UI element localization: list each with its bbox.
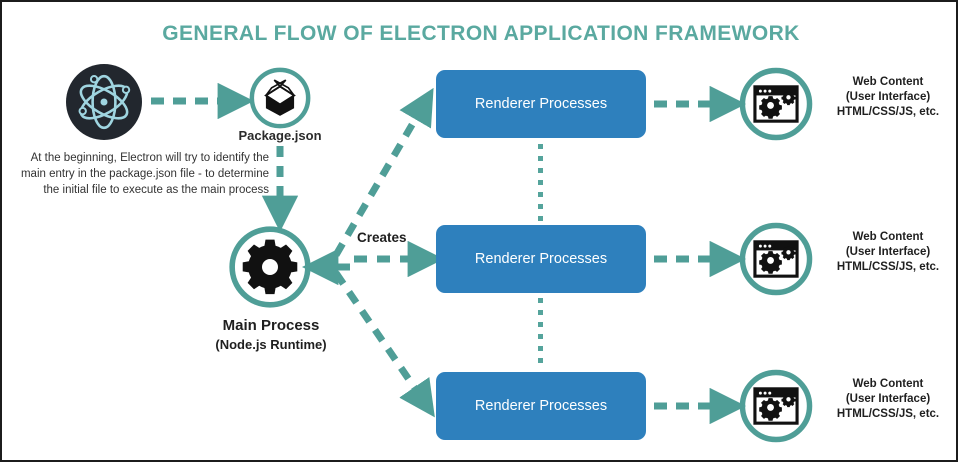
web-content-label: Web Content (User Interface) HTML/CSS/JS… — [822, 75, 954, 120]
web-content-line3: HTML/CSS/JS, etc. — [836, 106, 940, 118]
renderer-process-label: Renderer Processes — [474, 251, 608, 267]
web-content-line2: (User Interface) — [845, 393, 931, 405]
main-process-subtitle: (Node.js Runtime) — [215, 337, 327, 352]
web-content-line1: Web Content — [852, 231, 924, 243]
renderer-process-box[interactable]: Renderer Processes — [436, 372, 646, 440]
page-title: GENERAL FLOW OF ELECTRON APPLICATION FRA… — [162, 22, 800, 45]
renderer-process-label: Renderer Processes — [474, 398, 608, 414]
web-content-line2: (User Interface) — [845, 246, 931, 258]
package-json-label: Package.json — [238, 128, 322, 143]
electron-logo-icon — [66, 64, 142, 140]
main-process-title: Main Process — [222, 317, 320, 334]
renderer-process-box[interactable]: Renderer Processes — [436, 225, 646, 293]
creates-label: Creates — [357, 230, 407, 245]
renderer-process-label: Renderer Processes — [474, 96, 608, 112]
web-content-browser-gear-icon — [739, 67, 813, 141]
web-content-browser-gear-icon — [739, 222, 813, 296]
web-content-label: Web Content (User Interface) HTML/CSS/JS… — [822, 230, 954, 275]
web-content-browser-gear-icon — [739, 369, 813, 443]
renderer-dotted-connector — [538, 144, 543, 222]
web-content-line1: Web Content — [852, 378, 924, 390]
web-content-line2: (User Interface) — [845, 91, 931, 103]
renderer-process-box[interactable]: Renderer Processes — [436, 70, 646, 138]
package-json-box-icon — [249, 67, 311, 129]
main-process-label: Main Process (Node.js Runtime) — [188, 316, 354, 354]
web-content-label: Web Content (User Interface) HTML/CSS/JS… — [822, 377, 954, 422]
web-content-line3: HTML/CSS/JS, etc. — [836, 261, 940, 273]
web-content-line1: Web Content — [852, 76, 924, 88]
intro-description: At the beginning, Electron will try to i… — [20, 152, 269, 196]
web-content-line3: HTML/CSS/JS, etc. — [836, 408, 940, 420]
main-process-gear-icon — [229, 226, 311, 308]
renderer-dotted-connector — [538, 298, 543, 369]
